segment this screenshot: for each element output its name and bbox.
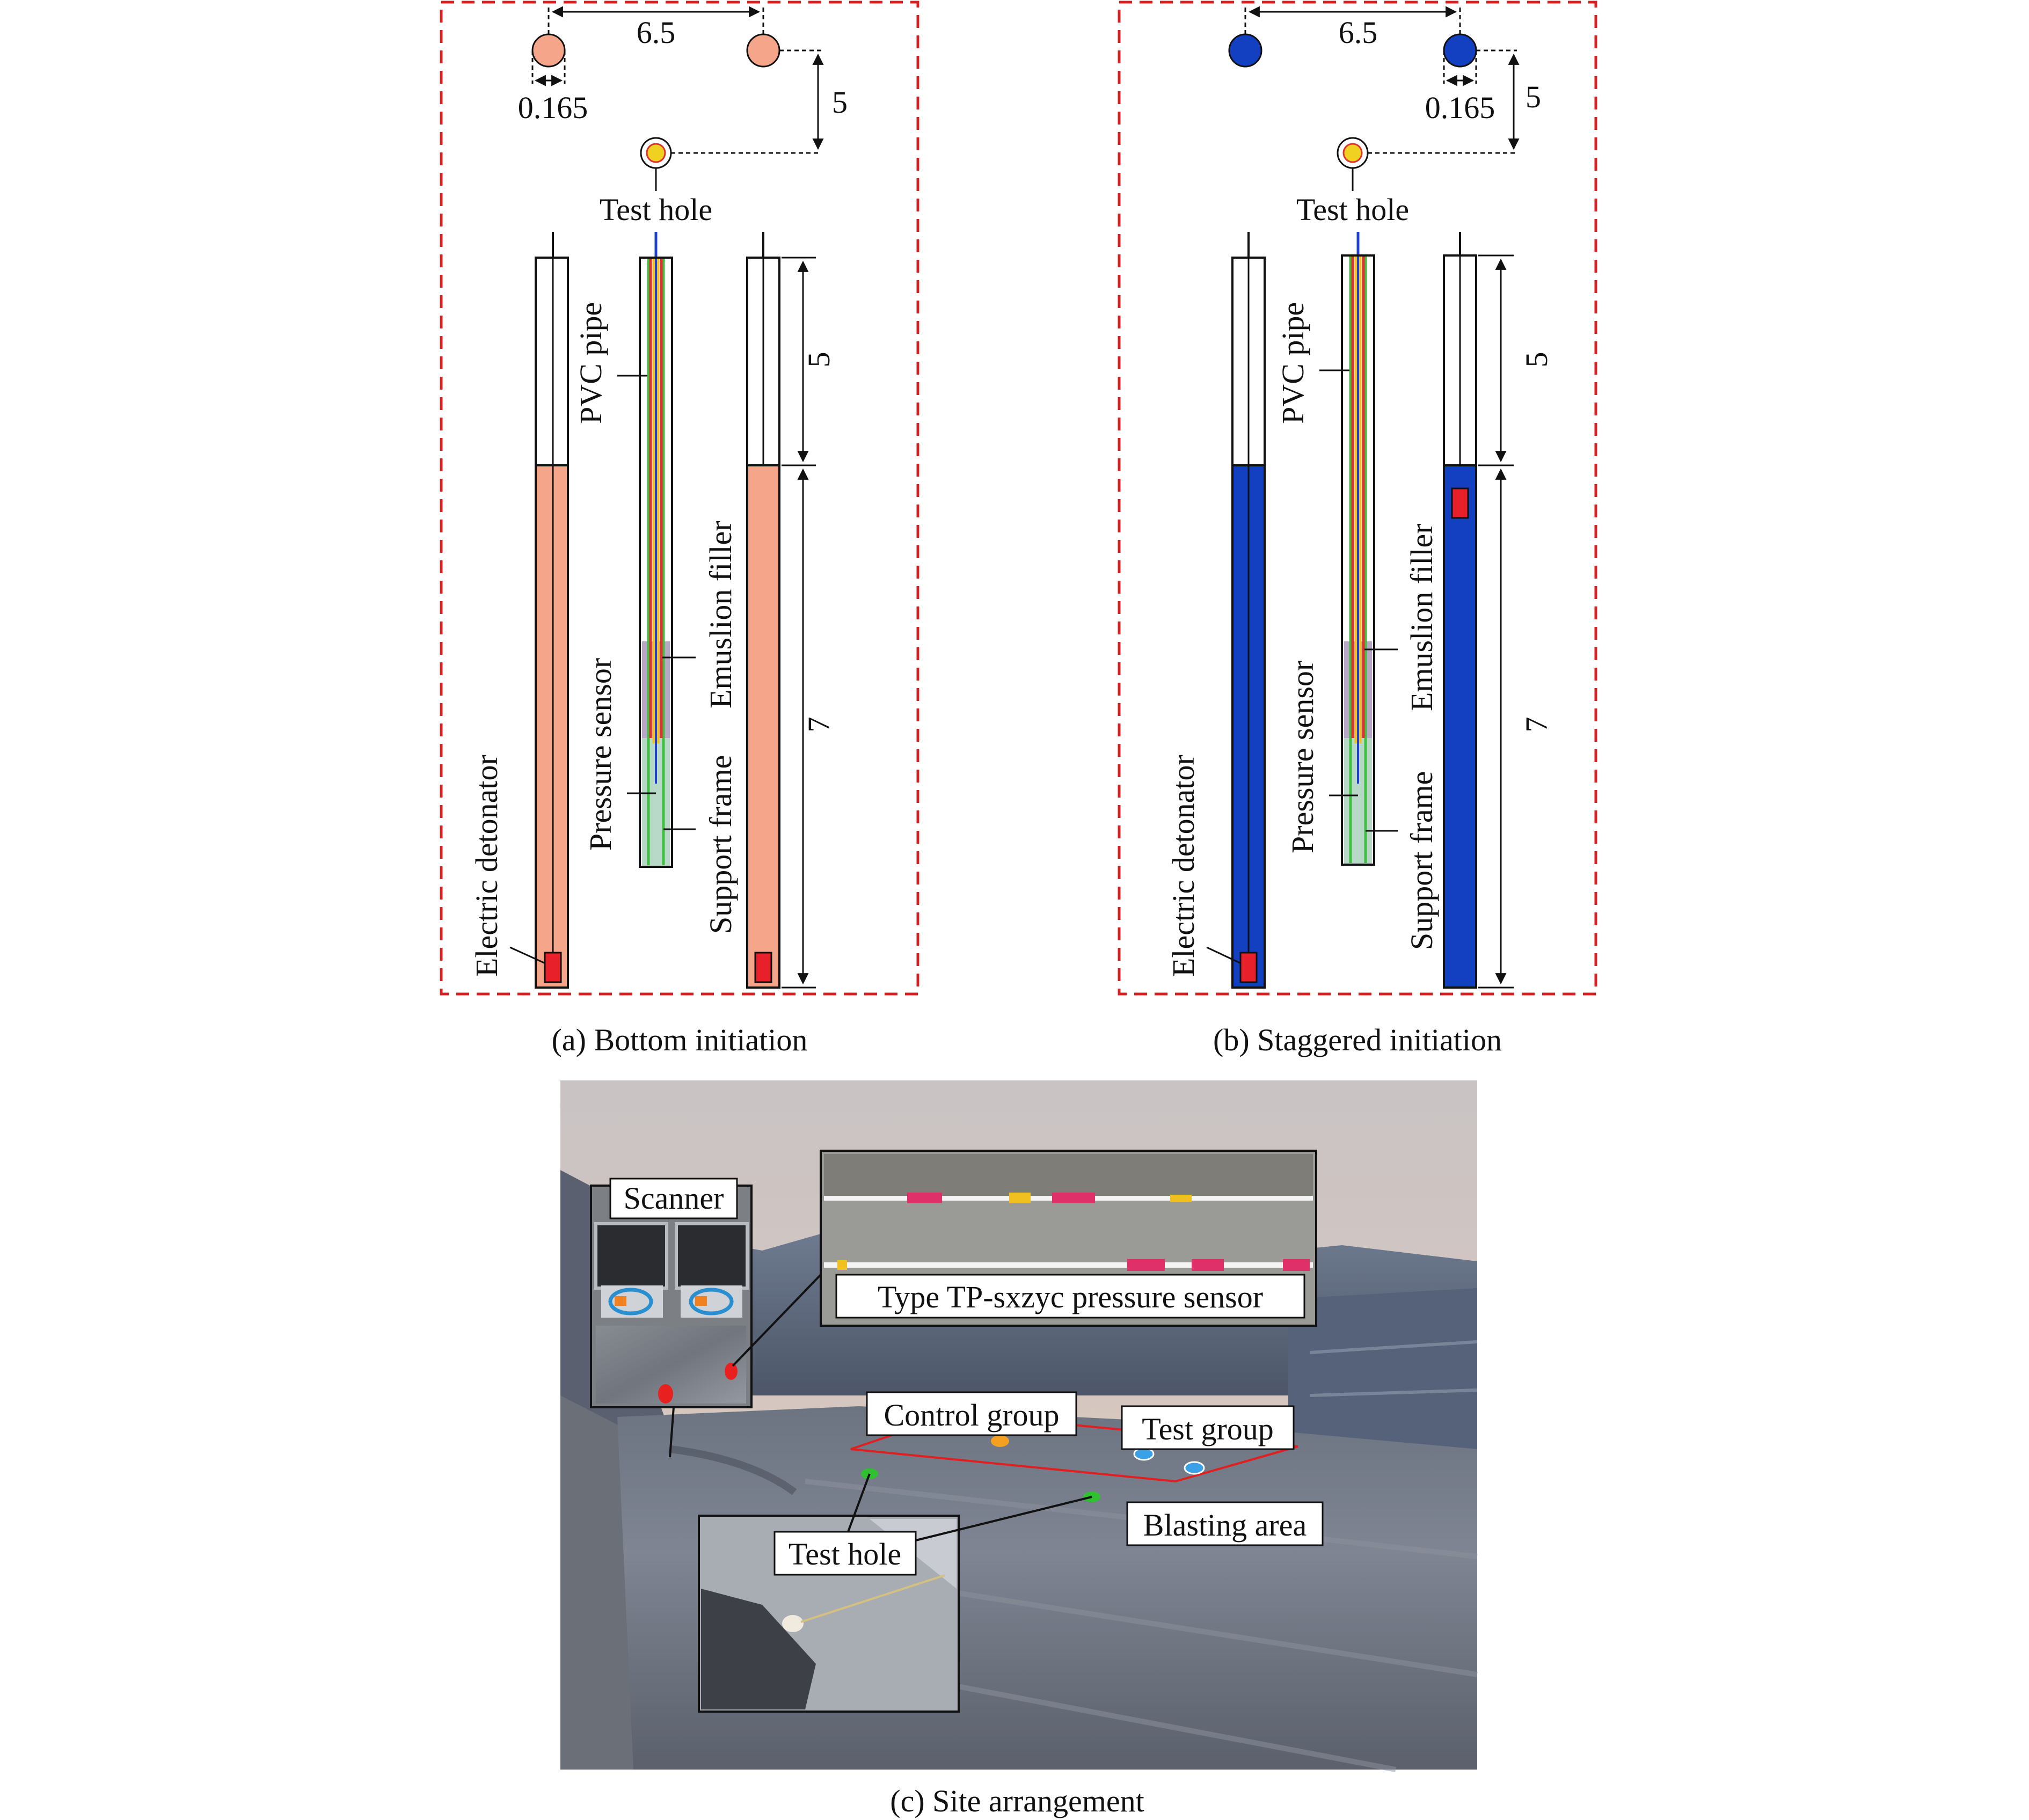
test-group-marker-2 [1184, 1461, 1205, 1475]
borehole-left [535, 232, 569, 989]
emulsion-filler-label: Emuslion filler [703, 521, 738, 708]
sensor-inset-photo: Type TP-sxzyc pressure sensor [820, 1150, 1317, 1327]
spacing-label: 6.5 [1339, 15, 1378, 50]
panel-b: 6.5 0.165 5 Test hole [1118, 1, 1597, 1057]
panel-a: 6.5 0.165 5 Test hole [440, 1, 919, 1057]
detonator-right [754, 952, 772, 983]
control-group-marker-2 [991, 1435, 1009, 1447]
test-group-label: Test group [1142, 1412, 1274, 1446]
borehole-left [1231, 232, 1266, 989]
diameter-label: 0.165 [1425, 90, 1495, 125]
diameter-label: 0.165 [518, 90, 588, 125]
electric-detonator-label: Electric detonator [1166, 755, 1201, 977]
pressure-sensor-label: Pressure sensor [1285, 661, 1320, 853]
test-hole-label: Test hole [600, 192, 712, 227]
pvc-pipe-label: PVC pipe [573, 302, 608, 424]
control-group-label: Control group [884, 1398, 1059, 1432]
detonator-left [1239, 952, 1258, 983]
test-hole-inset-photo: Test hole [698, 1515, 960, 1713]
caption-c: (c) Site arrangement [890, 1784, 1144, 1818]
charge-length-label: 7 [1519, 717, 1554, 733]
test-hole-photo-label: Test hole [789, 1537, 901, 1572]
panel-a-section-view: 5 7 PVC pipe Pressure sensor Emuslion fi… [469, 232, 836, 989]
panel-b-plan-view: 6.5 0.165 5 Test hole [1228, 6, 1541, 227]
test-hole-label: Test hole [1296, 192, 1409, 227]
support-frame-label: Support frame [1404, 771, 1439, 950]
spacing-label: 6.5 [637, 15, 676, 50]
caption-b: (b) Staggered initiation [1213, 1022, 1502, 1057]
charge-length-label: 7 [801, 717, 836, 733]
panel-b-section-view: 5 7 PVC pipe Pressure sensor Emuslion fi… [1166, 232, 1554, 989]
detonator-left [544, 952, 562, 983]
burden-label: 5 [832, 85, 848, 120]
pvc-pipe-sensor-assembly [1341, 232, 1375, 866]
test-hole-symbol [1337, 137, 1369, 169]
panel-c: Scanner Type TP-sxzyc pressure sensor [560, 1080, 1478, 1818]
emulsion-filler-label: Emuslion filler [1404, 523, 1439, 711]
panel-a-frame [440, 1, 919, 996]
pvc-pipe-sensor-assembly [639, 232, 673, 868]
stemming-length-label: 5 [1519, 352, 1554, 368]
borehole-right [1443, 232, 1477, 989]
panel-b-hole-1 [1228, 33, 1262, 68]
test-hole-symbol [640, 137, 672, 169]
blasting-area-label: Blasting area [1143, 1508, 1307, 1543]
borehole-right [746, 232, 780, 989]
pvc-pipe-label: PVC pipe [1275, 302, 1310, 424]
panel-b-hole-2 [1443, 33, 1477, 68]
panel-a-hole-1 [531, 33, 566, 68]
detonator-right [1451, 487, 1469, 519]
scanner-inset-photo: Scanner [590, 1178, 753, 1408]
pressure-sensor-label: Pressure sensor [583, 658, 618, 851]
burden-label: 5 [1526, 79, 1541, 114]
stemming-length-label: 5 [801, 352, 836, 368]
sensor-type-label: Type TP-sxzyc pressure sensor [878, 1280, 1263, 1314]
support-frame-label: Support frame [703, 755, 738, 934]
electric-detonator-label: Electric detonator [469, 755, 504, 977]
panel-a-plan-view: 6.5 0.165 5 Test hole [518, 6, 848, 227]
caption-a: (a) Bottom initiation [552, 1022, 808, 1057]
scanner-label: Scanner [624, 1181, 724, 1216]
panel-a-hole-2 [746, 33, 780, 68]
